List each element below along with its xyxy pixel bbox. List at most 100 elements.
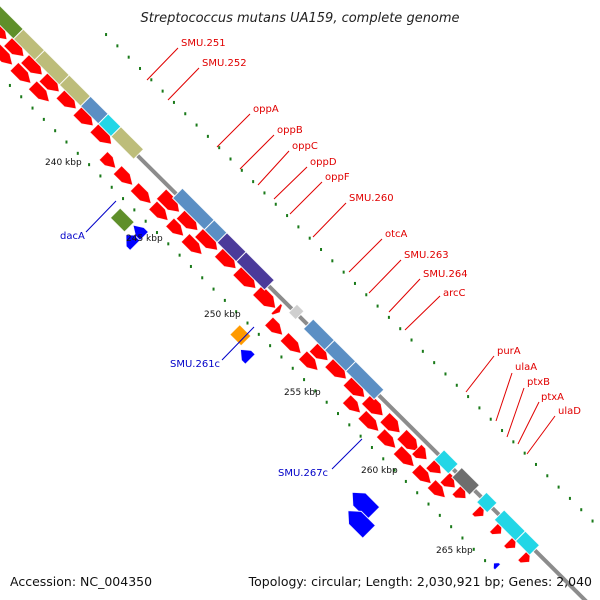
label-arcC[interactable]: arcC <box>404 288 466 331</box>
gene-label: SMU.267c <box>278 468 328 479</box>
forward-cds[interactable] <box>341 393 362 414</box>
forward-cds[interactable] <box>360 393 384 417</box>
gene-label: SMU.260 <box>349 193 394 204</box>
cog-category-box[interactable] <box>110 125 145 160</box>
forward-cds[interactable] <box>0 43 14 66</box>
forward-cds[interactable] <box>392 444 416 468</box>
cog-category-box[interactable] <box>433 449 459 475</box>
forward-cds[interactable] <box>263 316 284 336</box>
kbp-label-265: 265 kbp <box>436 546 473 556</box>
reverse-cds[interactable] <box>492 562 502 571</box>
gene-label: oppB <box>277 125 303 136</box>
label-oppD[interactable]: oppD <box>273 157 337 200</box>
label-oppF[interactable]: oppF <box>289 172 350 215</box>
cog-category-box[interactable] <box>475 491 498 514</box>
ruler-tick <box>320 248 323 252</box>
forward-cds[interactable] <box>180 232 203 256</box>
forward-cds[interactable] <box>98 150 117 170</box>
gene-label: oppA <box>253 104 279 115</box>
label-ulaA[interactable]: ulaA <box>495 362 537 422</box>
gene-label: dacA <box>60 231 85 242</box>
ruler-tick <box>133 208 136 212</box>
forward-cds[interactable] <box>164 217 185 237</box>
ruler-tick <box>212 287 215 291</box>
label-oppA[interactable]: oppA <box>216 104 279 148</box>
cog-category-box[interactable] <box>109 207 136 233</box>
forward-cds[interactable] <box>410 463 433 485</box>
forward-cds[interactable] <box>410 443 428 461</box>
forward-cds[interactable] <box>375 427 397 450</box>
ruler-tick <box>178 253 181 257</box>
label-dacA[interactable]: dacA <box>60 200 117 242</box>
reverse-cds[interactable] <box>132 224 150 242</box>
label-ptxA[interactable]: ptxA <box>517 392 564 445</box>
ruler-tick <box>269 344 272 348</box>
label-otcA[interactable]: otcA <box>348 229 408 273</box>
label-oppB[interactable]: oppB <box>239 125 303 170</box>
ruler-tick <box>523 451 526 455</box>
ruler-tick <box>404 479 407 483</box>
ruler-tick <box>467 395 470 399</box>
ruler-tick <box>229 157 232 161</box>
cog-category-box[interactable] <box>451 466 481 496</box>
ruler-tick <box>235 310 238 314</box>
label-smu260[interactable]: SMU.260 <box>312 193 394 238</box>
feature-tracks <box>0 5 541 571</box>
label-smu263[interactable]: SMU.263 <box>368 250 449 294</box>
label-smu267c[interactable]: SMU.267c <box>278 438 363 479</box>
ruler-tick <box>76 151 79 155</box>
ruler-tick <box>365 293 368 297</box>
ruler-tick <box>331 259 334 263</box>
pseudo-feature-box[interactable] <box>287 303 305 321</box>
forward-cds[interactable] <box>27 80 51 103</box>
kbp-label-255: 255 kbp <box>284 388 321 398</box>
reverse-cds[interactable] <box>239 348 256 365</box>
ruler-tick <box>427 502 430 506</box>
ruler-tick <box>150 78 153 82</box>
reverse-cds[interactable] <box>351 491 381 521</box>
forward-cds[interactable] <box>147 200 169 222</box>
ruler-tick <box>263 191 266 195</box>
kbp-labels: 240 kbp 245 kbp 250 kbp 255 kbp 260 kbp … <box>45 158 473 556</box>
label-smu264[interactable]: SMU.264 <box>388 269 468 313</box>
reverse-cds[interactable] <box>347 510 377 539</box>
ruler-tick <box>489 417 492 421</box>
label-oppC[interactable]: oppC <box>257 141 318 186</box>
ruler-tick <box>291 366 294 370</box>
ruler-tick <box>568 496 571 500</box>
cog-category-box[interactable] <box>345 360 385 401</box>
gene-label: ulaD <box>558 406 581 417</box>
forward-cds[interactable] <box>9 61 32 85</box>
label-ptxB[interactable]: ptxB <box>506 377 550 438</box>
ruler-tick <box>105 33 108 37</box>
gene-label: ulaA <box>515 362 537 373</box>
forward-cds[interactable] <box>270 302 283 316</box>
cog-category-box[interactable] <box>235 251 276 291</box>
forward-cds[interactable] <box>251 284 277 310</box>
ruler-tick <box>591 519 594 523</box>
forward-cds[interactable] <box>129 181 153 205</box>
gene-label: SMU.263 <box>404 250 449 261</box>
ruler-tick <box>122 197 125 201</box>
ruler-tick <box>393 468 396 472</box>
forward-cds[interactable] <box>112 164 134 187</box>
ruler-tick <box>546 474 549 478</box>
label-ulaD[interactable]: ulaD <box>526 406 581 455</box>
label-purA[interactable]: purA <box>465 346 521 393</box>
ruler-tick <box>246 321 249 325</box>
forward-cds[interactable] <box>395 428 420 452</box>
label-smu251[interactable]: SMU.251 <box>146 38 226 81</box>
forward-cds[interactable] <box>279 331 302 355</box>
label-smu252[interactable]: SMU.252 <box>167 58 247 101</box>
cog-category-box[interactable] <box>229 323 252 347</box>
kbp-label-245: 245 kbp <box>126 234 163 244</box>
ruler-tick <box>370 445 373 449</box>
forward-cds[interactable] <box>379 411 401 434</box>
cog-category-box[interactable] <box>514 530 541 556</box>
ruler-tick <box>433 361 436 365</box>
forward-cds[interactable] <box>357 409 380 433</box>
forward-cds[interactable] <box>426 478 447 499</box>
label-smu261c[interactable]: SMU.261c <box>170 326 255 370</box>
forward-cds[interactable] <box>297 350 319 372</box>
